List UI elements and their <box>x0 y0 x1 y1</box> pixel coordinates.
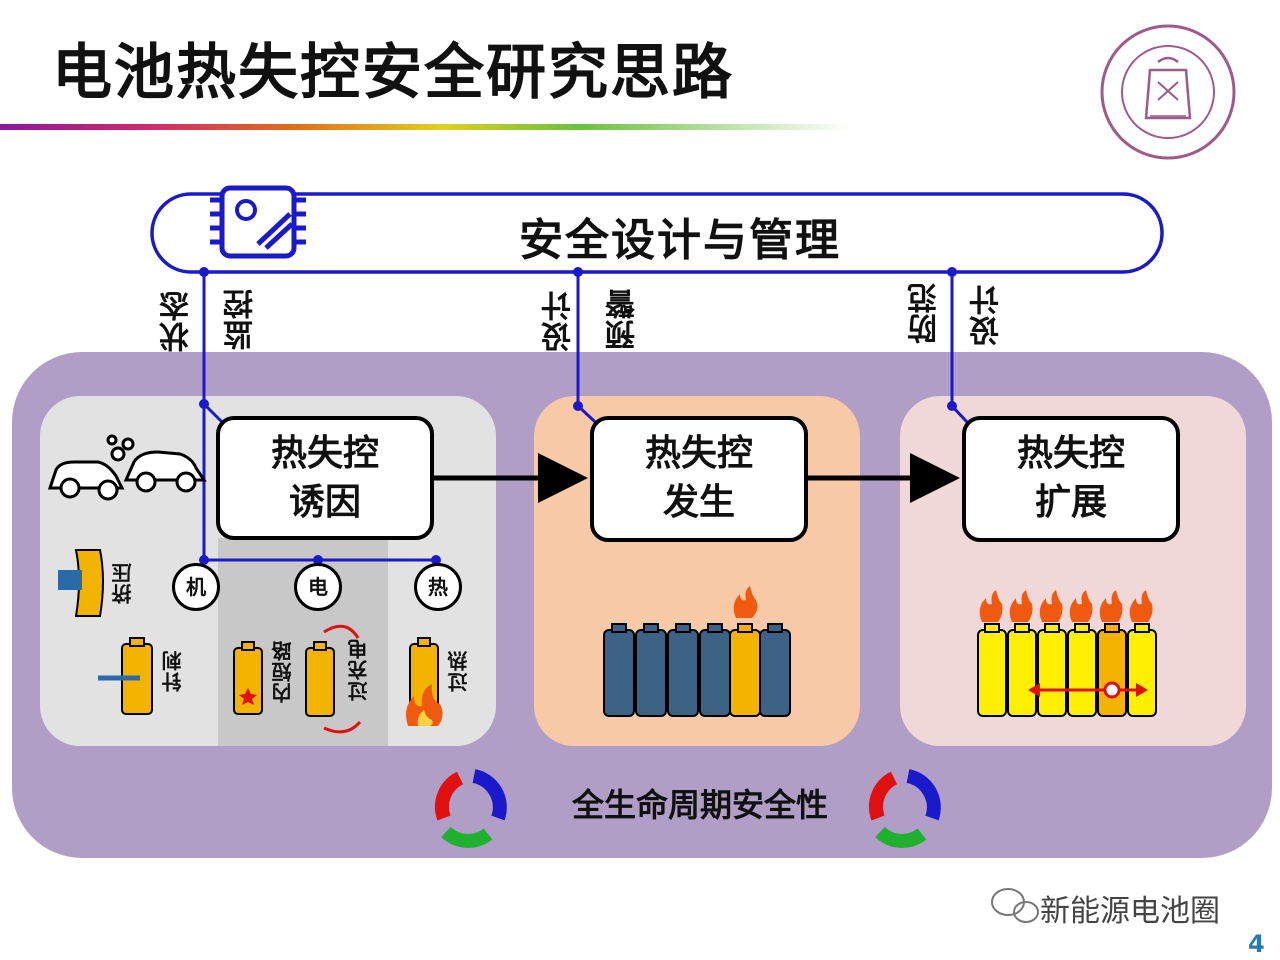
stage2-flame-icon <box>733 586 758 618</box>
trigger-label-squeeze: 挤压 <box>111 562 135 604</box>
connector-label-design-2: 设计 <box>970 284 1005 346</box>
category-electrical: 电 <box>294 563 342 611</box>
stage2-label: 热失控 发生 <box>592 430 806 527</box>
stage1-label: 热失控 诱因 <box>218 430 432 527</box>
university-logo-icon <box>1100 24 1236 160</box>
connector-label-prevention: 防范 <box>908 282 943 344</box>
safety-management-loop <box>150 192 1164 274</box>
safety-management-label: 安全设计与管理 <box>519 215 841 266</box>
stage3-box <box>962 416 1180 542</box>
stage2-box <box>590 416 808 542</box>
page-title: 电池热失控安全研究思路 <box>52 38 734 108</box>
lifecycle-label: 全生命周期安全性 <box>571 786 828 824</box>
category-thermal: 热 <box>414 563 462 611</box>
title-gradient-bar <box>0 124 850 130</box>
connector-label-monitor: 监控 <box>224 288 259 350</box>
trigger-label-overheat: 过热 <box>447 650 471 692</box>
chip-icon <box>210 185 306 259</box>
page-number: 4 <box>1248 930 1265 958</box>
cycle-icon-left <box>435 769 507 848</box>
category-mechanical: 机 <box>172 563 220 611</box>
stage2-label-line2: 发生 <box>662 481 735 523</box>
squeeze-icon <box>58 549 104 617</box>
wechat-icon <box>991 888 1039 923</box>
stage3-cells <box>977 623 1157 717</box>
cycle-icon-right <box>869 769 941 848</box>
connector-label-warning: 预警 <box>606 288 641 350</box>
stage3-label-line1: 热失控 <box>1016 433 1125 474</box>
stage3-flame-icons <box>979 590 1153 622</box>
stage2-cells <box>603 623 791 717</box>
connector-label-design-1: 设计 <box>542 290 577 352</box>
trigger-label-nail: 针刺 <box>161 650 185 692</box>
watermark-text: 新能源电池圈 <box>1040 894 1220 929</box>
overheat-icon <box>406 637 443 726</box>
propagation-arrow-icon <box>1028 681 1148 699</box>
stage3-label: 热失控 扩展 <box>964 430 1178 527</box>
stage1-label-line1: 热失控 <box>270 433 379 474</box>
internal-short-icon <box>233 641 263 715</box>
nail-penetration-icon <box>98 637 153 715</box>
trigger-label-overcharge: 过充电 <box>347 638 371 701</box>
stage1-box <box>216 416 434 540</box>
overcharge-icon <box>305 624 362 734</box>
stage1-label-line2: 诱因 <box>288 481 361 523</box>
connector-label-state: 状态 <box>160 290 195 352</box>
stage2-label-line1: 热失控 <box>644 433 753 474</box>
stage3-label-line2: 扩展 <box>1034 481 1107 523</box>
trigger-label-internal-short: 内短路 <box>271 640 295 703</box>
car-crash-icon <box>47 434 207 501</box>
